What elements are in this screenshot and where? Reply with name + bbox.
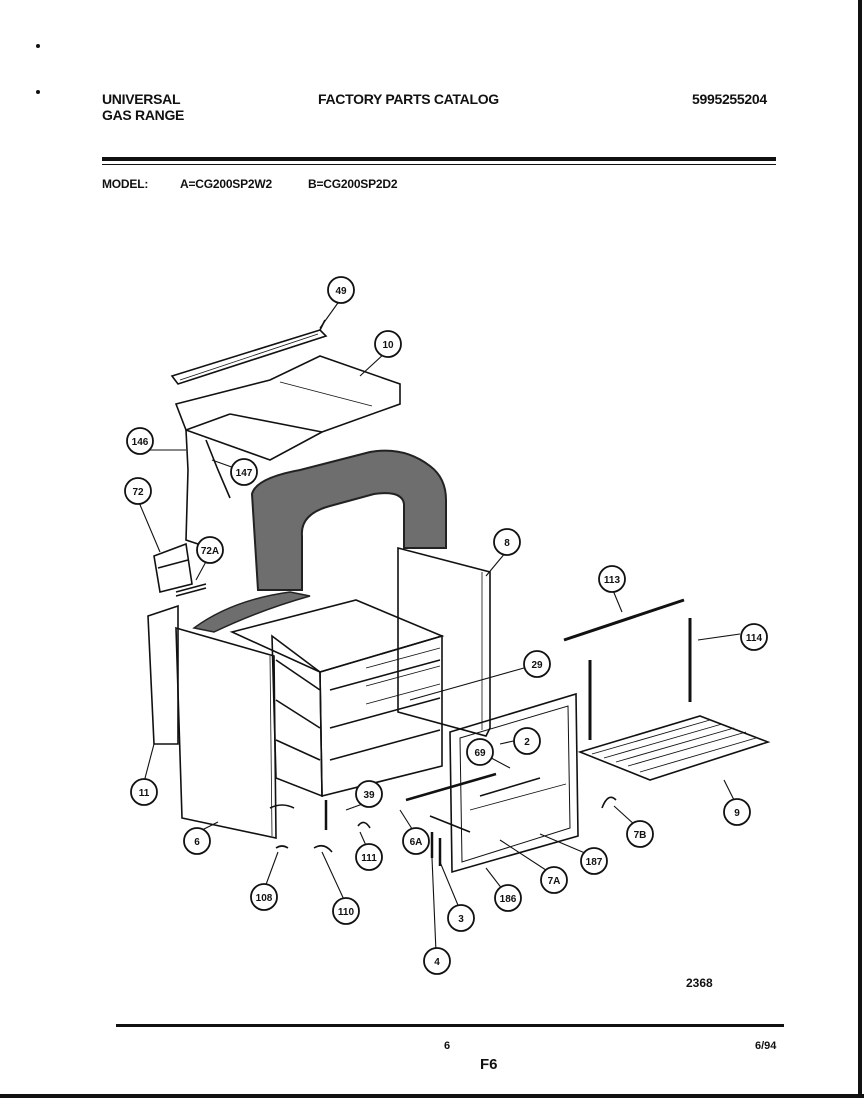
footer-rule	[116, 1024, 784, 1027]
callout-circle	[540, 866, 568, 894]
part-49-rail	[170, 329, 328, 385]
callout-circle	[580, 847, 608, 875]
callout-circle	[124, 477, 152, 505]
callout-circle	[523, 650, 551, 678]
part-8-right-side-panel	[397, 546, 491, 737]
part-10-top-panel	[174, 355, 401, 461]
callout-circle	[626, 820, 654, 848]
oven-cavity-side	[319, 634, 443, 798]
callout-label: 6A	[410, 837, 423, 848]
section-code: F6	[480, 1056, 498, 1073]
scan-speck	[36, 90, 40, 94]
callout-label: 8	[504, 538, 510, 549]
callout-circle	[126, 427, 154, 455]
callout-label: 2	[524, 737, 530, 748]
catalog-title: FACTORY PARTS CATALOG	[318, 91, 499, 107]
callout-label: 110	[338, 907, 355, 918]
callout-label: 7A	[548, 876, 561, 887]
page-date: 6/94	[755, 1040, 777, 1052]
callout-circle	[250, 883, 278, 911]
part-11-back-strip	[147, 604, 179, 745]
oven-cavity-front	[271, 634, 323, 798]
callout-label: 147	[236, 468, 253, 479]
callout-circle	[196, 536, 224, 564]
callout-label: 10	[382, 340, 394, 351]
callout-circle	[130, 778, 158, 806]
callout-label: 108	[256, 893, 273, 904]
model-label: MODEL:	[102, 177, 149, 191]
part-147-wire	[205, 439, 231, 499]
callout-circle	[740, 623, 768, 651]
callout-label: 146	[132, 437, 149, 448]
callout-label: 4	[434, 957, 440, 968]
callout-circle	[355, 843, 383, 871]
callout-circle	[423, 947, 451, 975]
callout-circle	[513, 727, 541, 755]
brand-line-2: GAS RANGE	[102, 107, 185, 123]
brand-line-1: UNIVERSAL	[102, 91, 181, 107]
callout-label: 72	[132, 487, 144, 498]
part-146-wire	[185, 429, 199, 545]
page-number: 6	[444, 1040, 451, 1052]
callout-label: 29	[531, 660, 543, 671]
page-border-right	[858, 0, 862, 1098]
callout-label: 113	[604, 575, 621, 586]
scan-speck	[36, 44, 40, 48]
callout-label: 111	[361, 853, 377, 864]
callout-label: 114	[746, 633, 763, 644]
model-variant-a: A=CG200SP2W2	[180, 177, 272, 191]
callout-label: 187	[586, 857, 603, 868]
document-number: 5995255204	[692, 91, 767, 107]
exploded-parts-diagram: 49 10 146 147 72 72A 8 113 114 29 11 6 2…	[124, 276, 771, 975]
callout-label: 72A	[201, 546, 219, 557]
part-72-bracket	[153, 542, 193, 593]
callout-label: 9	[734, 808, 740, 819]
callout-circle	[598, 565, 626, 593]
callout-label: 49	[335, 286, 347, 297]
callout-circle	[723, 798, 751, 826]
callout-label: 3	[458, 914, 464, 925]
callout-circle	[447, 904, 475, 932]
insulation-blanket	[250, 449, 447, 591]
header-rule-thin	[102, 164, 776, 165]
callout-label: 186	[500, 894, 517, 905]
page-border-bottom	[0, 1094, 864, 1098]
part-113-rod	[563, 598, 685, 642]
callout-circle	[494, 884, 522, 912]
callout-circle	[374, 330, 402, 358]
callout-circle	[332, 897, 360, 925]
callout-label: 11	[139, 788, 150, 799]
header-rule-thick	[102, 157, 776, 161]
model-variant-b: B=CG200SP2D2	[308, 177, 398, 191]
callout-circle	[230, 458, 258, 486]
callout-circle	[466, 738, 494, 766]
callout-label: 39	[363, 790, 375, 801]
callout-circle	[183, 827, 211, 855]
part-6-left-side-panel	[175, 626, 277, 839]
callout-circle	[327, 276, 355, 304]
callout-label: 6	[194, 837, 200, 848]
callout-circle	[402, 827, 430, 855]
part-9-rack	[577, 715, 771, 781]
callout-circle	[355, 780, 383, 808]
callout-label: 69	[474, 748, 486, 759]
figure-code: 2368	[686, 976, 713, 990]
callout-circle	[493, 528, 521, 556]
callout-label: 7B	[634, 830, 647, 841]
